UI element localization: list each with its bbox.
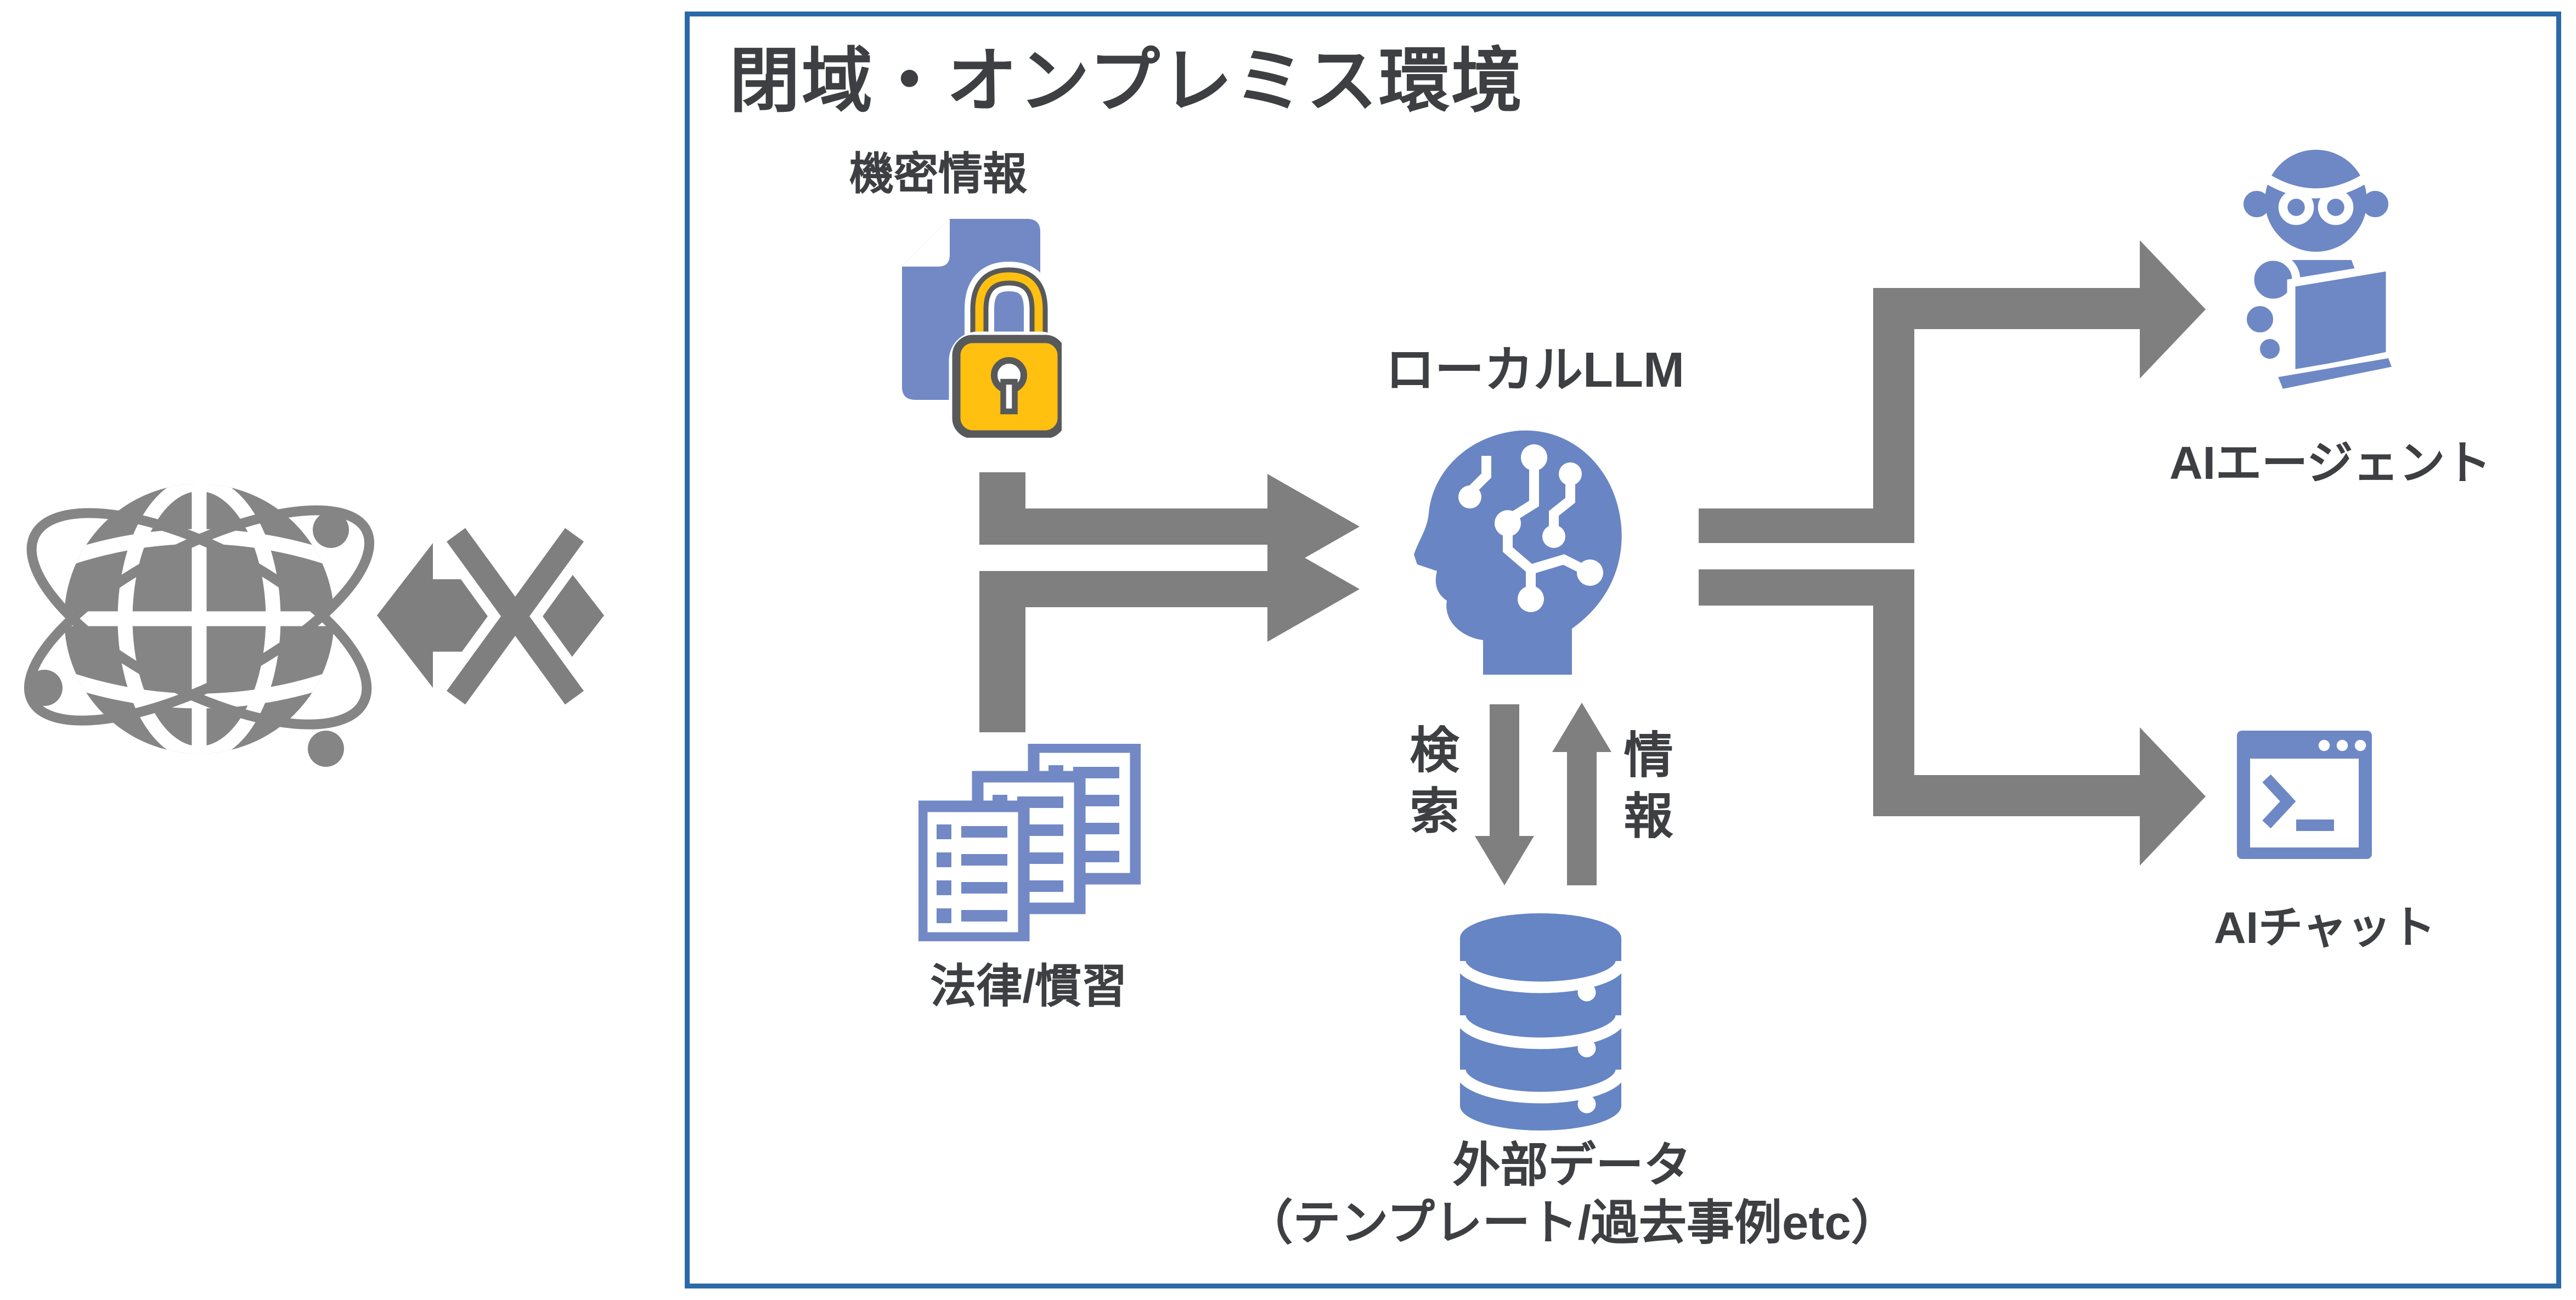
robot-parts [2237,150,2399,395]
onpremise-environment-box [685,12,2561,1288]
list-documents [918,744,1141,941]
circuit-nodes [1458,444,1603,612]
head-circuit-icon [1414,430,1622,675]
local-llm-label: ローカルLLM [1385,344,1684,398]
terminal-cursor [2296,819,2334,831]
db-dots [1577,983,1596,1114]
globe-grid [64,484,334,754]
terminal-window-icon [2237,731,2372,859]
arrow-laws-to-llm [979,536,1360,732]
confidential-info-label: 機密情報 [849,150,1027,199]
blocked-bidirectional-arrow-icon [377,522,604,711]
laws-customs-label: 法律/慣習 [930,961,1128,1012]
info-edge-label: 情報 [1615,729,1670,851]
padlock-icon [949,261,1062,438]
page-title: 閉域・オンプレミス環境 [729,43,1524,122]
arrow-llm-to-agent [1699,240,2206,543]
external-data-label-line2: （テンプレート/過去事例etc） [1245,1199,1899,1252]
db-separators [1455,960,1627,1104]
robot-icon [2237,150,2399,395]
search-edge-label: 検索 [1401,724,1456,846]
ai-agent-label: AIエージェント [2169,438,2492,489]
external-data-label: 外部データ （テンプレート/過去事例etc） [1226,1139,1918,1255]
arrow-shapes [377,240,2206,885]
arrow-llm-to-chat [1699,569,2206,866]
external-data-label-line1: 外部データ [1452,1140,1692,1193]
terminal-window-dots [2318,739,2366,751]
document-stack-icon [918,744,1141,941]
x-mark-icon [447,528,584,705]
document-fold [902,219,950,267]
arrow-search-down [1475,704,1534,885]
terminal-screen [2250,759,2359,847]
terminal-prompt-chevron [2262,774,2296,829]
locked-document-icon [902,219,1062,438]
globe-orbit-dots [26,512,349,767]
arrow-confidential-to-llm [979,472,1360,579]
globe-network-icon [24,484,375,767]
arrow-info-up [1552,703,1611,885]
database-icon [1455,913,1627,1131]
ai-chat-label: AIチャット [2214,903,2436,953]
